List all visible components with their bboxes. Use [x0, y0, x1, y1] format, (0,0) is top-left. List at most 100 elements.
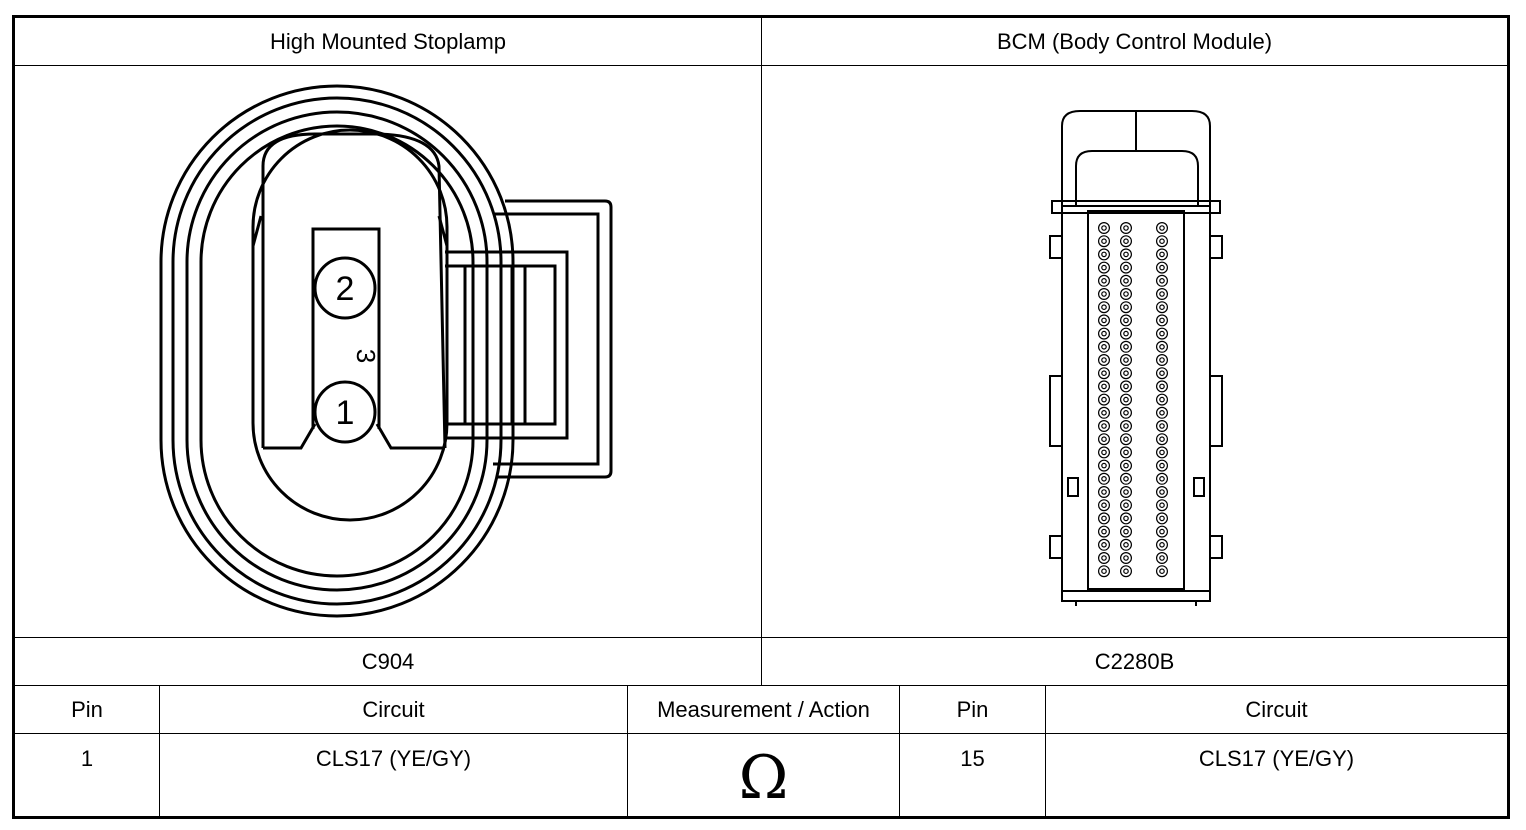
bcm-pin-number-mark [1159, 555, 1165, 561]
bcm-pin-cavity [1120, 538, 1133, 551]
bcm-pin-cavity [1098, 406, 1111, 419]
bcm-pin-cavity [1098, 235, 1111, 248]
bcm-pin-number-mark [1159, 383, 1165, 390]
bcm-pin-cavity [1120, 459, 1133, 472]
row-measurement: Ω [628, 734, 900, 816]
bcm-pin-number-mark [1101, 541, 1107, 548]
bcm-pin-number-mark [1123, 225, 1129, 231]
bcm-pin-number-mark [1159, 225, 1165, 231]
bcm-pin-number-mark [1101, 370, 1107, 377]
bcm-pin-number-mark [1101, 343, 1107, 350]
bcm-pin-cavity [1098, 525, 1111, 538]
bcm-pin-cavity [1098, 327, 1111, 340]
bcm-pin-cavity [1156, 486, 1169, 499]
bcm-pin-number-mark [1123, 423, 1129, 429]
bcm-pin-cavity [1156, 354, 1169, 367]
bcm-pin-number-mark [1101, 555, 1107, 561]
bcm-pin-number-mark [1123, 449, 1129, 456]
bcm-pin-cavity [1156, 367, 1169, 380]
bcm-pin-cavity [1156, 472, 1169, 485]
bcm-pin-cavity [1098, 380, 1111, 393]
bcm-pin-cavity [1156, 340, 1169, 353]
bcm-pin-number-mark [1159, 449, 1165, 456]
bcm-pin-number-mark [1101, 436, 1107, 443]
bcm-pin-cavity [1156, 406, 1169, 419]
bcm-pin-number-mark [1123, 555, 1129, 561]
bcm-pin-cavity [1120, 512, 1133, 525]
pin-1-label: 1 [336, 394, 355, 432]
bcm-pin-cavity [1120, 274, 1133, 287]
bcm-pin-cavity [1156, 222, 1169, 235]
bcm-pin-number-mark [1101, 502, 1107, 509]
bcm-pin-cavity [1120, 472, 1133, 485]
bcm-pin-cavity [1098, 552, 1111, 565]
bcm-pin-number-mark [1159, 489, 1165, 495]
bcm-pin-number-mark [1101, 489, 1107, 495]
bcm-pin-number-mark [1101, 462, 1107, 469]
bcm-pin-number-mark [1101, 330, 1107, 337]
bcm-pin-number-mark [1159, 541, 1165, 548]
bcm-pin-cavity [1156, 288, 1169, 301]
bcm-pin-cavity [1120, 552, 1133, 565]
pin-2-label: 2 [336, 270, 355, 308]
bcm-pin-cavity [1156, 525, 1169, 538]
bcm-pin-number-mark [1159, 436, 1165, 443]
pinout-sheet: High Mounted Stoplamp BCM (Body Control … [12, 15, 1510, 819]
row-pin-a: 1 [15, 734, 160, 816]
header-circuit-b: Circuit [1046, 686, 1507, 734]
bcm-pin-number-mark [1123, 357, 1129, 363]
bcm-pin-cavity [1156, 327, 1169, 340]
bcm-pin-cavity [1098, 512, 1111, 525]
bcm-pin-cavity [1098, 486, 1111, 499]
bcm-pin-number-mark [1101, 409, 1107, 416]
bcm-pin-cavity [1156, 235, 1169, 248]
bcm-pin-number-mark [1101, 225, 1107, 231]
bcm-pin-number-mark [1101, 264, 1107, 271]
connector-drawing-right [762, 66, 1507, 638]
bcm-pin-cavity [1098, 420, 1111, 433]
bcm-pin-number-mark [1159, 343, 1165, 350]
bcm-pin-number-mark [1101, 251, 1107, 258]
bcm-pin-cavity [1098, 565, 1111, 578]
bcm-pin-cavity [1120, 354, 1133, 367]
bcm-pin-number-mark [1123, 568, 1129, 575]
cavity-mark: 3 [351, 349, 381, 363]
bcm-pin-cavity [1098, 472, 1111, 485]
bcm-pin-cavity [1120, 248, 1133, 261]
bcm-pin-cavity [1098, 499, 1111, 512]
ohm-icon: Ω [738, 743, 789, 813]
bcm-pin-cavity [1120, 420, 1133, 433]
row-circuit-b: CLS17 (YE/GY) [1198, 746, 1355, 771]
bcm-pin-cavity [1156, 314, 1169, 327]
bcm-pin-number-mark [1159, 238, 1165, 245]
bcm-pin-number-mark [1159, 278, 1165, 284]
bcm-pin-number-mark [1123, 409, 1129, 416]
bcm-pin-number-mark [1101, 475, 1107, 482]
bcm-pin-number-mark [1123, 264, 1129, 271]
bcm-pin-cavity [1156, 248, 1169, 261]
bcm-pin-cavity [1120, 525, 1133, 538]
bcm-pin-number-mark [1101, 528, 1107, 535]
bcm-pin-cavity [1098, 274, 1111, 287]
bcm-pin-cavity [1098, 248, 1111, 261]
bcm-pin-number-mark [1101, 449, 1107, 456]
bcm-pin-number-mark [1159, 502, 1165, 509]
bcm-pin-number-mark [1101, 396, 1107, 403]
bcm-pin-cavity [1156, 433, 1169, 446]
bcm-pin-number-mark [1159, 396, 1165, 403]
bcm-pin-number-mark [1123, 515, 1129, 522]
bcm-pin-number-mark [1159, 528, 1165, 535]
connector-id-right: C2280B [762, 638, 1507, 686]
bcm-pin-cavity [1156, 538, 1169, 551]
bcm-pin-number-mark [1159, 462, 1165, 469]
bcm-pin-cavity [1120, 486, 1133, 499]
bcm-pin-cavity [1156, 499, 1169, 512]
component-title-right: BCM (Body Control Module) [762, 18, 1507, 66]
bcm-pin-cavity [1098, 261, 1111, 274]
bcm-pin-number-mark [1123, 396, 1129, 403]
bcm-pin-number-mark [1123, 528, 1129, 535]
bcm-pin-cavity [1120, 499, 1133, 512]
bcm-pin-number-mark [1123, 330, 1129, 337]
bcm-pin-cavity [1098, 538, 1111, 551]
header-circuit-a: Circuit [160, 686, 628, 734]
